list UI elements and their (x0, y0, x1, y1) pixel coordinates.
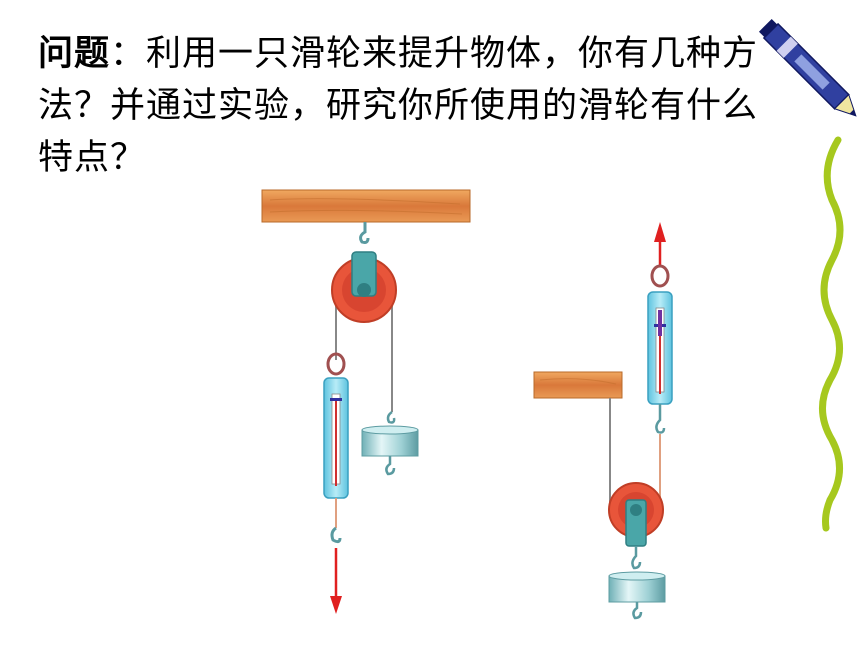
question-text: 问题：利用一只滑轮来提升物体，你有几种方法？并通过实验，研究你所使用的滑轮有什么… (38, 28, 778, 184)
spring-scale-right (647, 291, 673, 405)
ceiling-beam (261, 189, 471, 223)
question-label: 问题 (38, 34, 111, 74)
squiggle-decoration (818, 136, 844, 532)
spring-scale-left (323, 377, 349, 499)
fixed-pulley-setup (261, 189, 471, 614)
top-hook (359, 222, 370, 244)
question-body: 利用一只滑轮来提升物体，你有几种方法？并通过实验，研究你所使用的滑轮有什么特点？ (38, 34, 759, 178)
side-beam (533, 371, 623, 399)
weight-block-left (361, 425, 419, 457)
weight-block-right (608, 571, 666, 603)
pen-icon (758, 18, 857, 117)
movable-pulley-setup (533, 222, 673, 620)
question-colon: ： (110, 34, 147, 74)
